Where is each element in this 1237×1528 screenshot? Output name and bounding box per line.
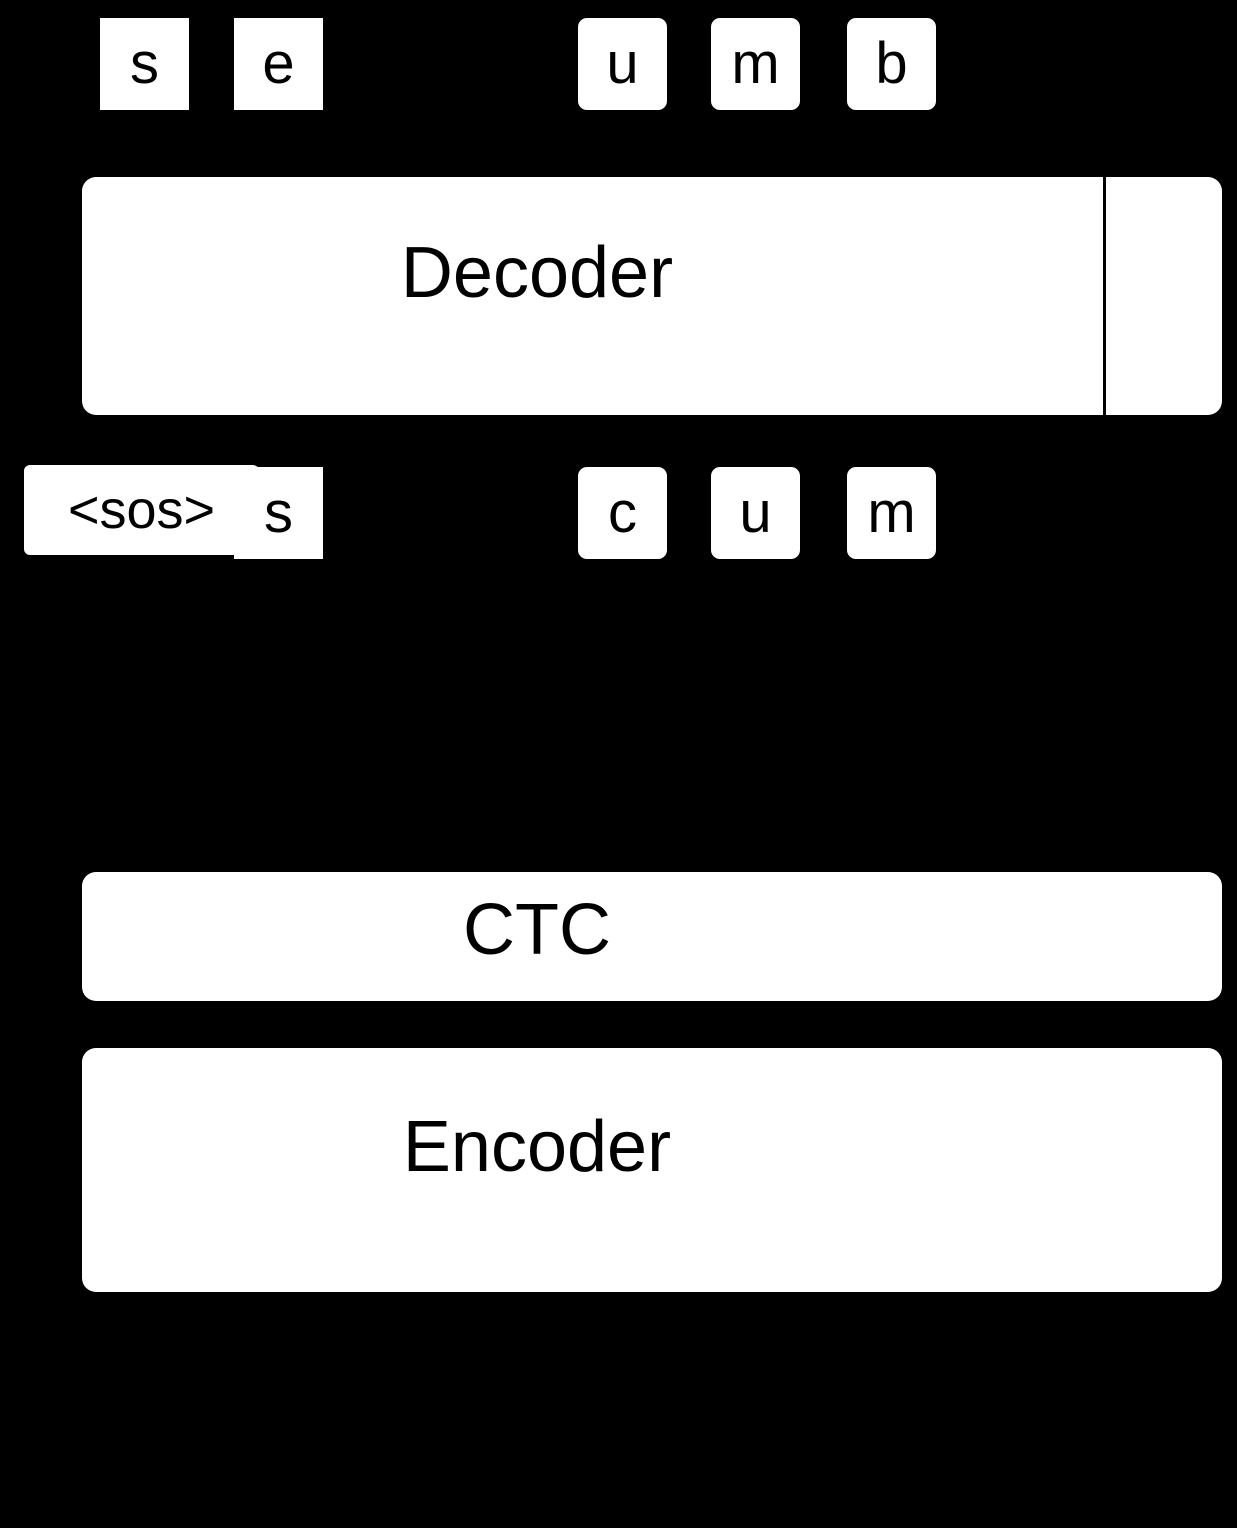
output-token-e: e bbox=[234, 18, 323, 110]
output-token-b: b bbox=[847, 18, 936, 110]
decoder-label: Decoder bbox=[400, 233, 674, 313]
decoder-block: Decoder bbox=[82, 177, 1222, 415]
input-token-sos: <sos> bbox=[24, 465, 259, 555]
ctc-block: CTC bbox=[82, 872, 1222, 1001]
input-token-s: s bbox=[234, 467, 323, 559]
decoder-divider bbox=[1103, 177, 1106, 415]
output-token-m: m bbox=[711, 18, 800, 110]
input-token-m: m bbox=[847, 467, 936, 559]
encoder-label: Encoder bbox=[402, 1107, 672, 1187]
input-token-u: u bbox=[711, 467, 800, 559]
encoder-block: Encoder bbox=[82, 1048, 1222, 1292]
output-token-s: s bbox=[100, 18, 189, 110]
input-token-c: c bbox=[578, 467, 667, 559]
ctc-label: CTC bbox=[463, 890, 611, 970]
output-token-u: u bbox=[578, 18, 667, 110]
